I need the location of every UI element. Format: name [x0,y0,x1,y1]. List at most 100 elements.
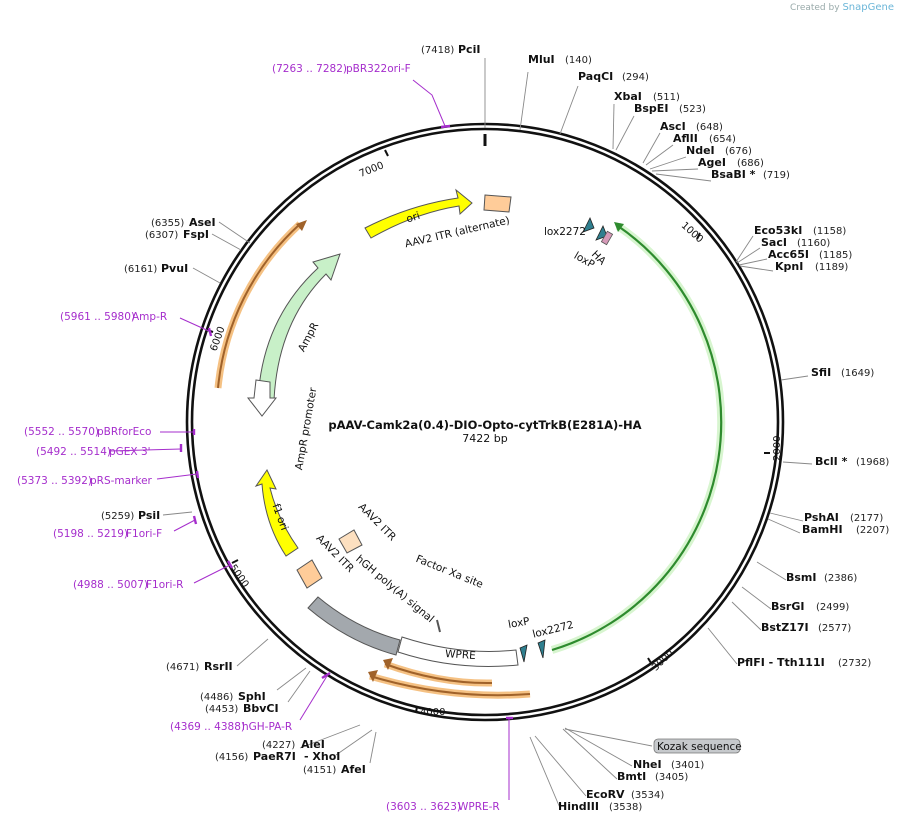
snapgene-credit: Created by SnapGene [790,2,894,13]
tick-7000 [384,149,389,157]
ampr-label: AmpR [296,321,321,354]
tick-label-3000: 3000 [650,648,676,674]
enzyme-pos-fspi: (6307) [145,230,178,241]
primer-range-pbr322ori-f: (7263 .. 7282) [272,63,347,75]
enzyme-pos-saci: (1160) [797,238,830,249]
ampr-promoter-arrow [246,379,278,417]
primer-mark-hgh-pa-r [321,671,331,680]
primer-leader-f1ori-r [193,564,231,584]
leader-saci [736,247,761,264]
enzyme-pos-pvui: (6161) [124,264,157,275]
enzyme-paqci: PaqCI [578,70,613,83]
enzyme-aflii: AflII [673,132,698,145]
leader-nhei [564,727,633,767]
orange-feature-left-head [296,220,307,231]
lox2272-top-marker [582,217,595,233]
primer-leader-f1ori-f [173,519,196,532]
aav2-itr-label-2: AAV2 ITR [356,501,398,543]
enzyme-agei: AgeI [698,156,726,169]
leader-aflii [645,144,674,166]
plasmid-length: 7422 bp [462,432,507,445]
ampr-arrow [257,253,341,401]
leader-eco53ki [735,235,754,263]
enzyme-pos-kpni: (1189) [815,262,848,273]
enzyme-pos-ndei: (676) [725,146,752,157]
leader-bamhi [767,518,801,534]
primer-range-wpre-r: (3603 .. 3623) [386,801,461,813]
enzyme-hindiii: HindIII [558,800,599,813]
enzyme-pos-nhei: (3401) [671,760,704,771]
enzyme-pos-paer7i: (4156) [215,752,248,763]
primer-mark-pbr322ori-f [440,124,451,129]
enzyme-ndei: NdeI [686,144,715,157]
enzyme-pos-alei: (4227) [262,740,295,751]
ori-arrow [364,188,473,239]
enzyme-pos-eco53ki: (1158) [813,226,846,237]
primer-leader-hgh-pa-r [299,675,328,721]
lox2272-top-label: lox2272 [544,226,586,238]
cds-highlight [550,222,726,654]
leader-bspei [615,115,635,151]
leader-ecorv [534,735,587,797]
leader-ndei [649,156,687,170]
enzyme-bspei: BspEI [634,102,668,115]
enzyme-bcli: BclI * [815,455,848,468]
enzyme-pos-bbvci: (4453) [205,704,238,715]
primer-amp-r: Amp-R [132,311,167,323]
primer-mark-f1ori-f [192,515,198,525]
enzyme-ecorv: EcoRV [586,788,625,801]
leader-asei [218,221,251,244]
enzyme-kpni: KpnI [775,260,803,273]
enzyme-pos-bamhi: (2207) [856,525,889,536]
enzyme-bbvci: BbvCI [243,702,279,715]
enzyme-labels: (7418) PciI MluI (140) PaqCI (294) XbaI … [101,43,889,813]
loxp-bottom-marker [519,644,528,663]
primer-range-f1ori-f: (5198 .. 5219) [53,528,128,540]
enzyme-nhei: NheI [633,758,662,771]
tick-label-4000: 4000 [420,707,445,718]
primer-range-f1ori-r: (4988 .. 5007) [73,579,148,591]
enzyme-pos-hindiii: (3538) [609,802,642,813]
kozak-sequence-badge: Kozak sequence [653,738,742,754]
enzyme-eco53ki: Eco53kI [754,224,802,237]
leader-bsmi [756,561,787,581]
primer-leader-amp-r [179,317,212,333]
orange-feature-bottom-2-head [383,658,393,670]
leader-bbvci [287,670,311,703]
enzyme-xbai: XbaI [614,90,642,103]
factor-xa-label: Factor Xa site [414,553,485,591]
primer-leader-pgex3 [108,448,182,452]
kozak-badge-box [653,738,741,754]
enzyme-pos-pcii: (7418) [421,45,454,56]
primer-mark-amp-r [207,327,213,337]
enzyme-pos-sphi: (4486) [200,692,233,703]
enzyme-pos-aflii: (654) [709,134,736,145]
leader-psii [162,511,193,516]
orange-feature-bottom-1-head [368,670,378,682]
ori-label: ori [405,210,422,226]
enzyme-pos-mlui: (140) [565,55,592,66]
enzyme-paer7i: PaeR7I [253,750,296,763]
enzyme-pos-bspei: (523) [679,104,706,115]
leader-bmti [562,728,618,780]
enzyme-sphi: SphI [238,690,266,703]
primer-hgh-pa-r: hGH-PA-R [242,721,292,733]
leader-hindiii [529,736,561,809]
enzyme-pos-psii: (5259) [101,511,134,522]
loxp-bottom-label: loxP [507,615,530,631]
enzyme-pos-sfii: (1649) [841,368,874,379]
enzyme-pos-asci: (648) [696,122,723,133]
enzyme-pos-xbai: (511) [653,92,680,103]
enzyme-bmti: BmtI [617,770,646,783]
primer-f1ori-r: F1ori-R [146,579,183,591]
enzyme-pos-bstz17i: (2577) [818,623,851,634]
enzyme-saci: SacI [761,236,787,249]
enzyme-mlui: MluI [528,53,555,66]
enzyme-pos-bcli: (1968) [856,457,889,468]
enzyme-pflfi-tth111i: PflFI - Tth111I [737,656,825,669]
enzyme-pos-bmti: (3405) [655,772,688,783]
enzyme-pos-bsrgi: (2499) [816,602,849,613]
aav2-itr-box-2 [338,529,363,554]
leader-bsrgi [741,586,772,610]
